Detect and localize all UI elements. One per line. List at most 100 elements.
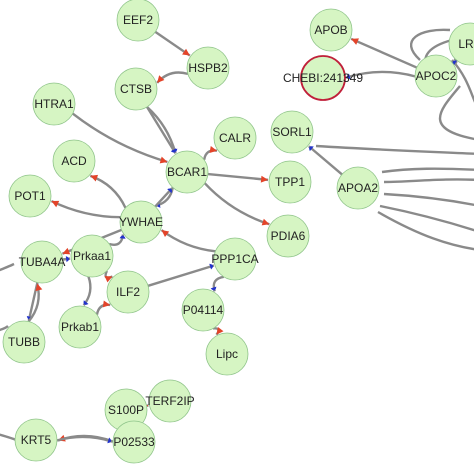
node-label: P02533: [113, 435, 155, 449]
node-circle: [119, 200, 163, 244]
node-label: PPP1CA: [211, 252, 258, 266]
node-circle: [70, 234, 114, 278]
node-label: EEF2: [123, 13, 153, 27]
edge-krt5-offscreen: [0, 433, 17, 442]
edge-apoc2-offscreen-1: [439, 85, 474, 140]
node-circle: [213, 237, 257, 281]
node-circle: [106, 270, 150, 314]
node-label: APOB: [314, 23, 347, 37]
arrow-head-icon: [104, 276, 113, 283]
arrow-head-icon: [351, 38, 359, 45]
node-circle: [8, 174, 52, 218]
node-label: ILF2: [116, 285, 140, 299]
node-terf2ip[interactable]: TERF2IP: [145, 379, 195, 423]
arrow-head-icon: [51, 200, 60, 208]
arrow-head-icon: [90, 174, 99, 182]
edge-bcar1-tpp1: [207, 172, 269, 182]
node-circle: [266, 214, 310, 258]
node-label: ACD: [61, 154, 87, 168]
node-pdia6[interactable]: PDIA6: [266, 214, 310, 258]
node-circle: [52, 139, 96, 183]
edge-apoa2-offscreen-4: [379, 204, 474, 232]
node-label: HSPB2: [188, 61, 228, 75]
node-circle: [148, 379, 192, 423]
node-tuba4a[interactable]: TUBA4A: [19, 240, 66, 284]
node-apob[interactable]: APOB: [309, 8, 353, 52]
node-ywhae[interactable]: YWHAE: [119, 200, 163, 244]
node-label: Prkaa1: [73, 249, 111, 263]
node-label: TERF2IP: [145, 394, 194, 408]
node-label: POT1: [14, 189, 46, 203]
node-label: P04114: [183, 303, 224, 317]
node-label: S100P: [108, 403, 144, 417]
node-label: TUBB: [8, 335, 40, 349]
node-p02533[interactable]: P02533: [112, 420, 156, 464]
node-hspb2[interactable]: HSPB2: [186, 46, 230, 90]
node-circle: [58, 305, 102, 349]
node-p04114[interactable]: P04114: [181, 288, 225, 332]
node-circle: [300, 55, 346, 101]
binding-end-icon: [170, 148, 176, 153]
node-bcar1[interactable]: BCAR1: [165, 150, 209, 194]
node-apoa2[interactable]: APOA2: [336, 166, 380, 210]
node-calr[interactable]: CALR: [213, 116, 257, 160]
node-label: LRP: [458, 37, 474, 51]
node-lrp[interactable]: LRP: [448, 22, 474, 66]
edge-prkaa1-ywhae: [108, 234, 125, 246]
node-s100p[interactable]: S100P: [104, 388, 148, 432]
node-circle: [448, 22, 474, 66]
arrow-head-icon: [209, 146, 218, 153]
node-krt5[interactable]: KRT5: [14, 418, 58, 462]
node-htra1[interactable]: HTRA1: [32, 82, 76, 126]
node-chebi[interactable]: CHEBI:241349: [283, 55, 363, 101]
arrow-head-icon: [261, 218, 270, 226]
arrow-head-icon: [161, 230, 170, 238]
arrow-head-icon: [216, 326, 224, 335]
node-circle: [186, 46, 230, 90]
node-prkab1[interactable]: Prkab1: [58, 305, 102, 349]
node-label: CHEBI:241349: [283, 71, 363, 85]
node-label: SORL1: [272, 125, 312, 139]
node-circle: [181, 288, 225, 332]
edge-apoa2-sorl1: [307, 145, 343, 176]
node-ppp1ca[interactable]: PPP1CA: [211, 237, 259, 281]
binding-end-icon: [65, 256, 70, 263]
node-label: CALR: [219, 131, 251, 145]
arrow-head-icon: [260, 175, 269, 183]
node-apoc2[interactable]: APOC2: [414, 54, 458, 98]
node-label: TUBA4A: [19, 255, 66, 269]
edge-htra1-bcar1: [71, 112, 168, 164]
node-tubb[interactable]: TUBB: [2, 320, 46, 364]
edge-apoa2-offscreen-2: [383, 178, 474, 184]
node-pot1[interactable]: POT1: [8, 174, 52, 218]
node-acd[interactable]: ACD: [52, 139, 96, 183]
edge-ilf2-ppp1ca: [147, 264, 215, 287]
node-label: HTRA1: [34, 97, 74, 111]
node-circle: [268, 160, 312, 204]
node-lipc[interactable]: Lipc: [205, 332, 249, 376]
arrow-head-icon: [35, 283, 43, 292]
arrow-head-icon: [159, 156, 168, 164]
node-ilf2[interactable]: ILF2: [106, 270, 150, 314]
edge-apoa2-offscreen-3: [383, 192, 474, 207]
node-prkaa1[interactable]: Prkaa1: [70, 234, 114, 278]
arrow-head-icon: [157, 75, 165, 83]
node-circle: [165, 150, 209, 194]
node-tpp1[interactable]: TPP1: [268, 160, 312, 204]
node-label: Prkab1: [61, 320, 99, 334]
edge-apoc2-chebi: [345, 70, 416, 79]
node-eef2[interactable]: EEF2: [116, 0, 160, 42]
edge-lrp-offscreen-1: [409, 28, 451, 61]
node-sorl1[interactable]: SORL1: [270, 110, 314, 154]
binding-end-icon: [209, 263, 214, 270]
node-circle: [114, 67, 158, 111]
binding-end-icon: [346, 73, 351, 80]
node-label: CTSB: [120, 82, 152, 96]
arrow-head-icon: [102, 300, 111, 308]
edge-bcar1-pdia6: [203, 182, 270, 226]
node-circle: [336, 166, 380, 210]
node-circle: [20, 240, 64, 284]
node-ctsb[interactable]: CTSB: [114, 67, 158, 111]
binding-end-icon: [309, 146, 314, 152]
